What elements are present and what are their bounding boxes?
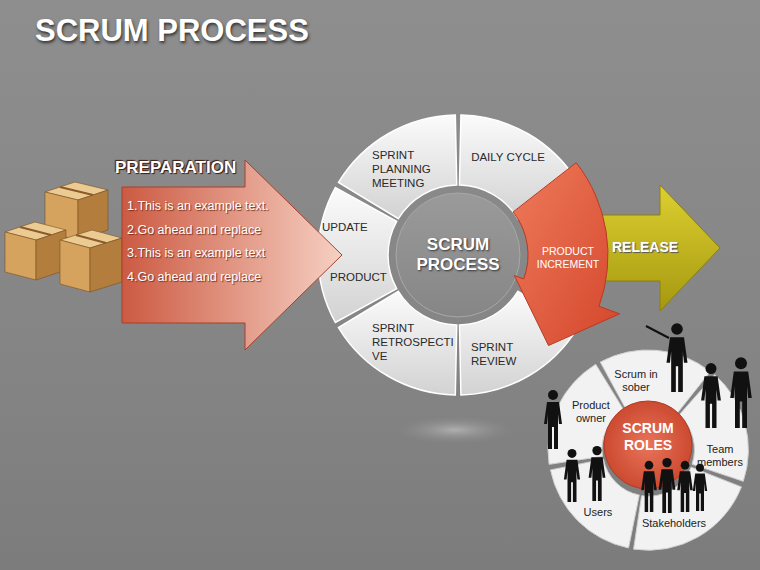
roles-center-outline bbox=[604, 401, 692, 489]
title-box: SCRUM PROCESS bbox=[35, 12, 309, 49]
section-heading: PREPARATION bbox=[115, 158, 255, 178]
page-title: SCRUM PROCESS bbox=[35, 12, 309, 49]
roles-label: SCRUM ROLES bbox=[610, 420, 686, 454]
segment-label: Stakeholders bbox=[636, 517, 712, 530]
hub-circle: SCRUM PROCESS bbox=[396, 193, 520, 317]
cardboard-boxes bbox=[5, 182, 122, 292]
release-arrow-outline bbox=[590, 185, 720, 311]
list-item: 1.This is an example text. bbox=[127, 199, 297, 214]
segment-label: PRODUCT INCREMENT bbox=[531, 245, 605, 270]
preparation-arrow: PREPARATION 1.This is an example text. 2.G… bbox=[110, 155, 345, 352]
segment-label: SPRINT RETROSPECTI VE bbox=[372, 322, 460, 363]
hub-label: SCRUM PROCESS bbox=[408, 235, 508, 276]
people-silhouettes bbox=[544, 323, 752, 513]
segment-label: Scrum in sober bbox=[607, 368, 665, 394]
segment-label: PRODUCT bbox=[330, 271, 390, 285]
roles-center: SCRUM ROLES bbox=[604, 401, 692, 489]
arrow-label: RELEASE bbox=[609, 239, 681, 256]
segment-label: SPRINT PLANNING MEETING bbox=[372, 149, 448, 190]
release-arrow: RELEASE bbox=[590, 185, 720, 311]
segment-label: Users bbox=[578, 506, 618, 519]
hub-circle-outline bbox=[396, 193, 520, 317]
segment-label: DAILY CYCLE bbox=[463, 151, 553, 165]
list-item: 4.Go ahead and replace bbox=[127, 270, 297, 285]
preparation-arrow-outline bbox=[122, 160, 342, 350]
increment-arrow-outline bbox=[513, 163, 619, 346]
segment-label: Team members bbox=[692, 443, 748, 469]
ring-shadow bbox=[395, 416, 515, 444]
list-item: 3.This is an example text bbox=[127, 246, 297, 261]
segment-label: UPDATE bbox=[322, 221, 388, 235]
segment-label: SPRINT REVIEW bbox=[471, 341, 531, 369]
increment-arrow: PRODUCT INCREMENT bbox=[505, 155, 627, 353]
list-item: 2.Go ahead and replace bbox=[127, 223, 297, 238]
segment-label: Product owner bbox=[566, 399, 616, 425]
